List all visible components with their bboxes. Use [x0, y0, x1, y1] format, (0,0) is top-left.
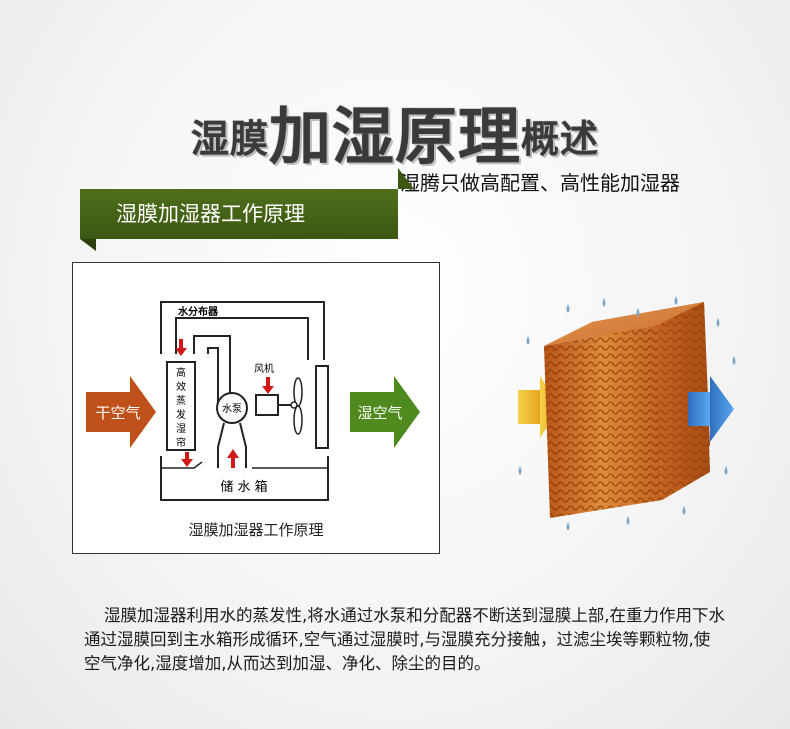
page-title: 湿膜加湿原理概述	[0, 86, 790, 176]
water-tank: 储 水 箱	[160, 456, 329, 501]
banner-fold	[80, 239, 96, 251]
flow-arrow-down-bottom	[181, 452, 193, 467]
flow-arrow-up	[227, 449, 239, 468]
evaporative-curtain: 高 效 蒸 发 湿 帘	[166, 361, 196, 451]
humid-air-label: 湿空气	[357, 404, 402, 422]
title-part-2: 加湿原理	[268, 100, 521, 173]
pump-label: 水泵	[222, 403, 242, 415]
fan-label: 风机	[254, 362, 274, 375]
curtain-char: 湿	[176, 423, 186, 435]
outlet-panel	[315, 365, 329, 449]
fan-motor	[255, 394, 279, 416]
section-banner: 湿膜加湿器工作原理	[80, 189, 398, 239]
humid-air-arrow: 湿空气	[350, 376, 420, 448]
banner-fold-right	[398, 168, 414, 189]
water-distributor: 水分布器	[160, 301, 325, 360]
dry-air-arrow: 干空气	[86, 376, 156, 448]
flow-arrow-down-top	[175, 339, 187, 356]
subtitle: 湿腾只做高配置、高性能加湿器	[400, 171, 680, 195]
fan-blade	[293, 405, 303, 435]
water-droplets	[518, 296, 736, 530]
water-pump: 水泵	[216, 392, 248, 424]
wet-pad-illustration	[518, 296, 736, 530]
curtain-char: 高	[176, 366, 186, 379]
outlet-air-arrow	[688, 376, 734, 442]
pad-top-face	[544, 302, 704, 346]
fan: 风机	[254, 362, 303, 435]
working-principle-diagram: 水分布器 高 效 蒸 发 湿 帘 水泵 风机	[86, 301, 420, 539]
curtain-char: 效	[176, 380, 186, 393]
curtain-char: 发	[176, 408, 186, 421]
description-paragraph: 湿膜加湿器利用水的蒸发性,将水通过水泵和分配器不断送到湿膜上部,在重力作用下水通…	[84, 606, 725, 673]
tank-label: 储 水 箱	[220, 479, 267, 495]
dry-air-label: 干空气	[95, 404, 140, 422]
water-distributor-label: 水分布器	[177, 305, 219, 318]
diagram-caption: 湿膜加湿器工作原理	[188, 521, 323, 539]
title-part-1: 湿膜	[190, 117, 269, 161]
curtain-char: 蒸	[176, 395, 186, 407]
curtain-char: 帘	[176, 436, 186, 449]
fan-arrow	[266, 377, 270, 387]
title-part-3: 概述	[521, 117, 600, 161]
